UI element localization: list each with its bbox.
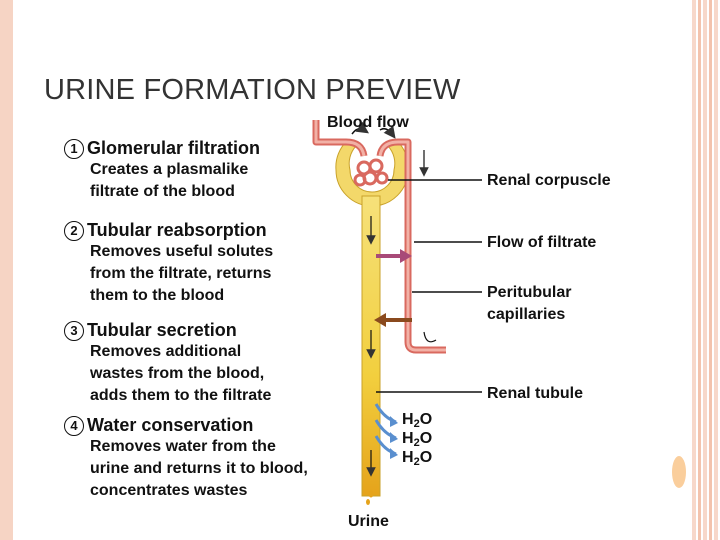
slide-marker [672, 456, 686, 488]
blood-flow-arrow [379, 125, 396, 139]
step-heading: Tubular secretion [87, 320, 237, 340]
blood-turn-arrow [423, 331, 437, 343]
step-number: 4 [64, 415, 84, 436]
urine-label: Urine [348, 513, 389, 530]
peritubular-capillaries-label: Peritubular capillaries [487, 284, 572, 323]
step-description: Removes additional wastes from the blood… [90, 343, 272, 404]
step-number: 1 [64, 138, 84, 159]
water-label: H2O [402, 411, 433, 430]
water-label: H2O [402, 430, 433, 449]
water-label: H2O [402, 449, 433, 468]
slide-left-border [0, 0, 13, 540]
step-number: 3 [64, 320, 84, 341]
step-heading: Glomerular filtration [87, 138, 261, 158]
secretion-arrow [374, 313, 412, 327]
urine-drop [368, 490, 374, 498]
blood-flow-arrow [351, 121, 369, 135]
reabsorption-arrow [376, 249, 412, 263]
renal-corpuscle-label: Renal corpuscle [487, 172, 611, 189]
peritubular-capillary [378, 140, 446, 352]
step-description: Creates a plasmalike filtrate of the blo… [90, 161, 249, 200]
step-description: Removes useful solutes from the filtrate… [90, 243, 274, 304]
renal-tubule-label: Renal tubule [487, 385, 584, 402]
step-number: 2 [64, 220, 84, 241]
glomerulus [353, 158, 389, 187]
capillary-vessel [314, 120, 366, 157]
step-description: Removes water from the urine and returns… [90, 438, 308, 499]
step-heading: Tubular reabsorption [87, 220, 267, 240]
step-heading: Water conservation [87, 415, 254, 435]
urine-drop [366, 499, 370, 505]
water-arrowheads [390, 416, 398, 459]
flow-of-filtrate-label: Flow of filtrate [487, 234, 597, 251]
slide-title: URINE FORMATION PREVIEW [44, 74, 461, 106]
blood-flow-label: Blood flow [327, 114, 409, 131]
slide-right-border [692, 0, 720, 540]
